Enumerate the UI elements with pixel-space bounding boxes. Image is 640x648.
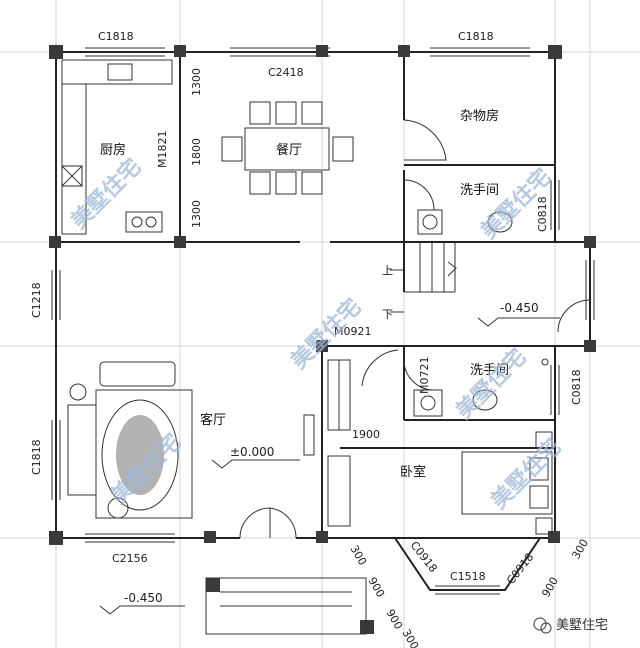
- room-label-kitchen: 厨房: [100, 142, 126, 158]
- room-label-bedroom: 卧室: [400, 464, 426, 480]
- brand-logo-text: 美墅住宅: [556, 618, 608, 633]
- door-labels: M1821 M0921 M0721: [156, 131, 431, 395]
- stair-up-label: 上: [382, 264, 393, 277]
- window-label-bottom-right: C1518: [450, 570, 486, 583]
- dim-dining-mid: 1800: [190, 138, 203, 166]
- door-label-stair: M0921: [334, 325, 372, 338]
- door-label-kitchen: M1821: [156, 131, 169, 169]
- dim-bay-e: 900: [539, 575, 561, 600]
- walls: [55, 51, 591, 591]
- window-label-right-lower: C0818: [570, 369, 583, 405]
- window-label-top-right: C1818: [458, 30, 494, 43]
- room-label-storage: 杂物房: [460, 108, 499, 124]
- window-label-left-lower: C1818: [30, 439, 43, 475]
- elevation-stair: -0.450: [500, 301, 539, 315]
- room-label-bath-lower: 洗手间: [470, 363, 509, 378]
- dim-dining-top: 1300: [190, 68, 203, 96]
- wechat-icon: [533, 617, 547, 631]
- elevation-entry: -0.450: [124, 591, 163, 605]
- elevation-marks: ±0.000 -0.450 -0.450: [99, 301, 560, 615]
- wardrobe: [327, 359, 351, 527]
- dim-bay-a: 300: [347, 543, 369, 568]
- window-label-right-upper: C0818: [536, 196, 549, 232]
- dim-corridor: 1900: [352, 428, 380, 441]
- entry-steps: [205, 577, 367, 635]
- window-symbols: [51, 47, 595, 595]
- room-label-living: 客厅: [200, 412, 226, 428]
- window-label-bay-left: C0918: [408, 539, 440, 575]
- watermarks: 美墅住宅 美墅住宅 美墅住宅 美墅住宅 美墅住宅 美墅住宅: [66, 154, 567, 515]
- watermark-5: 美墅住宅: [451, 344, 532, 425]
- window-label-top-mid: C2418: [268, 66, 304, 79]
- dining-table: [221, 101, 354, 195]
- room-labels: 厨房 餐厅 杂物房 洗手间 客厅 洗手间 卧室: [100, 108, 509, 480]
- bath-fixtures: [413, 209, 549, 417]
- window-label-bay-right: C0918: [504, 551, 536, 587]
- door-label-bath: M0721: [418, 357, 431, 395]
- kitchen-fixtures: [61, 59, 173, 235]
- window-label-left-upper: C1218: [30, 282, 43, 318]
- structural-columns: [49, 45, 596, 634]
- dim-bay-d: 300: [399, 627, 421, 648]
- dim-bay-b: 900: [365, 575, 387, 600]
- living-furniture: [67, 361, 315, 519]
- elevation-living: ±0.000: [230, 445, 274, 459]
- dim-dining-bot: 1300: [190, 200, 203, 228]
- bed: [461, 431, 553, 535]
- dim-bay-c: 900: [383, 607, 405, 632]
- room-label-bath-upper: 洗手间: [460, 183, 499, 198]
- stair-labels: 上 下: [382, 264, 393, 321]
- brand-logo: 美墅住宅: [533, 617, 608, 634]
- window-label-top-left: C1818: [98, 30, 134, 43]
- window-label-bottom-left: C2156: [112, 552, 148, 565]
- dim-bay-f: 300: [569, 537, 591, 562]
- stair-down-label: 下: [382, 308, 393, 321]
- staircase: [390, 242, 457, 313]
- room-label-dining: 餐厅: [276, 142, 302, 158]
